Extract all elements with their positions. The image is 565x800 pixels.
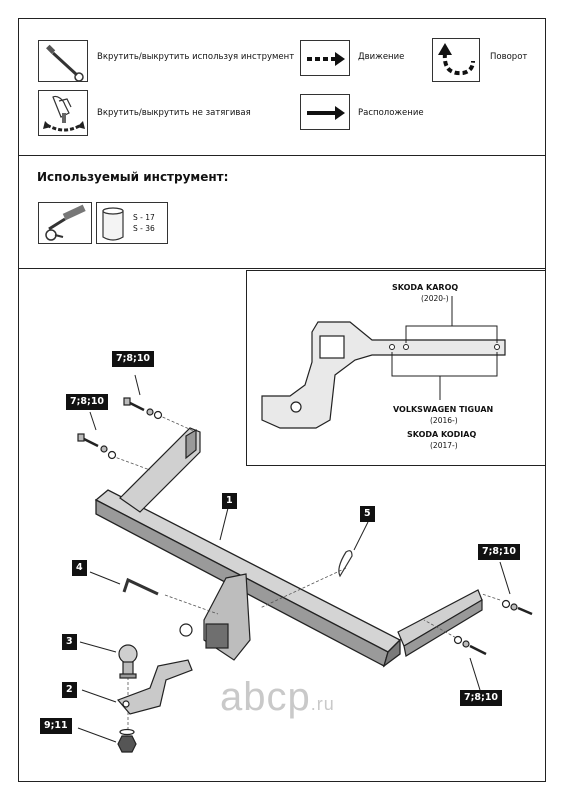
legend-screw-loose: Вкрутить/выкрутить не затягивая xyxy=(97,108,251,118)
tools-title: Используемый инструмент: xyxy=(37,170,229,184)
safety-clip xyxy=(338,550,353,578)
nut-washer xyxy=(117,728,137,753)
callout-bolts-d: 7;8;10 xyxy=(460,690,503,706)
callout-part-1: 1 xyxy=(222,493,237,509)
screw-tool-icon xyxy=(38,40,88,82)
ball-mount xyxy=(116,659,193,715)
rotation-icon xyxy=(432,38,480,82)
tow-ball xyxy=(118,644,138,679)
callout-part-5: 5 xyxy=(360,506,375,522)
left-side-plate xyxy=(119,427,201,513)
watermark-logo: abcp.ru xyxy=(220,675,335,719)
legend-screw-tool: Вкрутить/выкрутить используя инструмент xyxy=(97,52,295,62)
inset-top-year: (2020-) xyxy=(421,294,449,303)
callout-bolts-c: 7;8;10 xyxy=(478,544,521,560)
bolt-set-left-upper xyxy=(123,397,163,420)
callout-part-3: 3 xyxy=(62,634,77,650)
dashed-arrow-icon xyxy=(300,40,350,76)
legend-location: Расположение xyxy=(358,108,424,118)
right-side-plate xyxy=(397,589,483,657)
socket-size-36: S - 36 xyxy=(133,224,155,233)
inset-bottom-year-2: (2017-) xyxy=(430,441,458,450)
inset-bottom-model-1: VOLKSWAGEN TIGUAN xyxy=(393,405,494,414)
inset-top-model: SKODA KAROQ xyxy=(392,283,459,292)
bolt-set-left-lower xyxy=(77,433,117,460)
callout-bolts-b: 7;8;10 xyxy=(66,394,109,410)
bolt-set-right-lower xyxy=(453,635,487,656)
vehicle-inset: SKODA KAROQ (2020-) VOLKSWAGEN TIGUAN (2… xyxy=(246,270,546,466)
inset-bracket xyxy=(261,321,506,429)
callout-part-2: 2 xyxy=(62,682,77,698)
inset-bottom-year-1: (2016-) xyxy=(430,416,458,425)
center-receiver xyxy=(179,573,251,661)
solid-arrow-icon xyxy=(300,94,350,130)
callout-bolts-a: 7;8;10 xyxy=(112,351,155,367)
bolt-set-right-upper xyxy=(501,599,533,616)
callout-nut: 9;11 xyxy=(40,718,72,734)
divider-tools xyxy=(18,268,546,269)
callout-part-4: 4 xyxy=(72,560,87,576)
inset-bottom-model-2: SKODA KODIAQ xyxy=(407,430,477,439)
divider-legend xyxy=(18,155,546,156)
hand-screw-icon xyxy=(38,90,88,136)
socket-icon: S - 17 S - 36 xyxy=(96,202,168,244)
wrench-icon xyxy=(38,202,92,244)
legend-movement: Движение xyxy=(358,52,405,62)
locking-pin xyxy=(122,577,159,596)
socket-size-17: S - 17 xyxy=(133,213,155,222)
legend-rotation: Поворот xyxy=(490,52,528,62)
